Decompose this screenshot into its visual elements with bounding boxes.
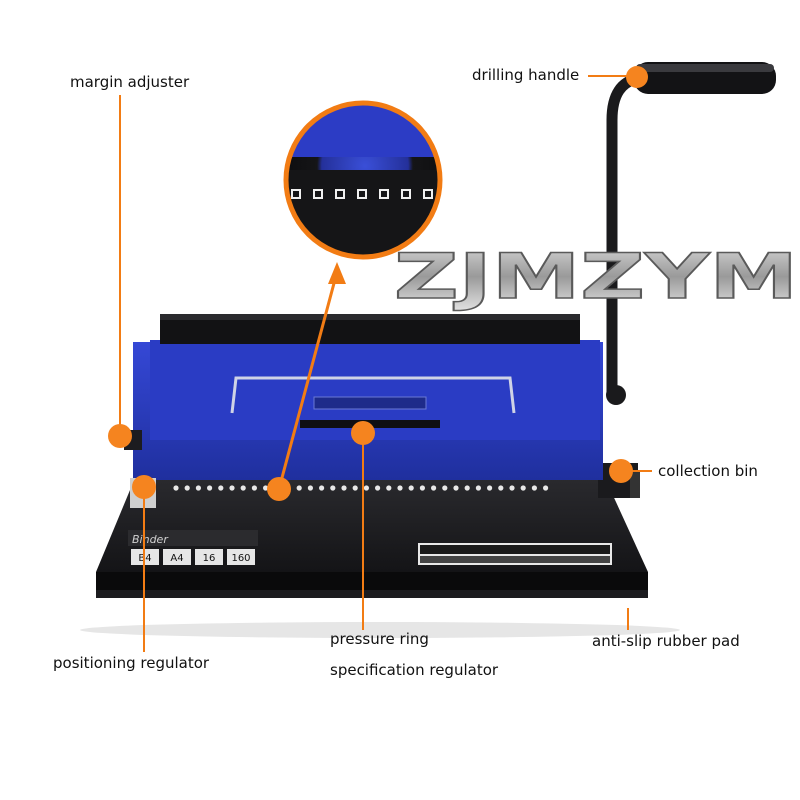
hole	[487, 485, 493, 491]
hole	[352, 485, 358, 491]
hole	[498, 485, 504, 491]
hole	[442, 485, 448, 491]
marker-collection-bin	[609, 459, 633, 483]
hole	[408, 485, 414, 491]
hole	[173, 485, 179, 491]
size-tag: A4	[163, 549, 191, 565]
hole	[543, 485, 549, 491]
svg-text:A4: A4	[170, 553, 183, 564]
zoom-hole	[401, 189, 411, 199]
hole	[240, 485, 246, 491]
label-collection-bin: collection bin	[658, 462, 758, 480]
leader-zoom-arrowhead	[328, 262, 346, 284]
label-anti-slip-rubber-pad: anti-slip rubber pad	[592, 632, 740, 650]
hole	[195, 485, 201, 491]
hole	[341, 485, 347, 491]
hole	[419, 485, 425, 491]
hole	[375, 485, 381, 491]
size-tag: 16	[195, 549, 223, 565]
machine-base	[96, 478, 648, 598]
zoom-hole	[357, 189, 367, 199]
svg-text:16: 16	[203, 553, 216, 564]
hole	[520, 485, 526, 491]
zoom-hole	[335, 189, 345, 199]
hole	[363, 485, 369, 491]
hole	[464, 485, 470, 491]
hole	[207, 485, 213, 491]
label-drilling-handle: drilling handle	[472, 66, 580, 84]
hole	[475, 485, 481, 491]
hole	[307, 485, 313, 491]
hole	[386, 485, 392, 491]
leader-zoom	[277, 271, 339, 490]
hole	[296, 485, 302, 491]
hole	[397, 485, 403, 491]
marker-margin-adjuster	[108, 424, 132, 448]
marker-positioning-regulator	[132, 475, 156, 499]
shadow	[80, 622, 680, 638]
zoom-hole	[313, 189, 323, 199]
leader-lines	[119, 75, 652, 652]
hole	[263, 485, 269, 491]
spec-table	[418, 543, 612, 565]
svg-text:160: 160	[231, 553, 250, 564]
hole	[509, 485, 515, 491]
markers	[108, 66, 648, 501]
hole	[251, 485, 257, 491]
hole-row	[173, 485, 549, 491]
hole	[319, 485, 325, 491]
marker-drilling-handle	[626, 66, 648, 88]
brand-plate-text: Binder	[132, 533, 169, 546]
marker-zoom-origin	[267, 477, 291, 501]
label-pressure-ring: pressure ring	[330, 630, 429, 648]
label-margin-adjuster: margin adjuster	[70, 73, 190, 91]
hole	[229, 485, 235, 491]
brand-logo: ZJMZYM	[394, 240, 798, 313]
hole	[453, 485, 459, 491]
hole	[330, 485, 336, 491]
label-specification-regulator: specification regulator	[330, 661, 499, 679]
zoom-hole	[423, 189, 433, 199]
hole	[531, 485, 538, 491]
zoom-hole	[291, 189, 301, 199]
zoom-detail	[283, 100, 443, 260]
label-positioning-regulator: positioning regulator	[53, 654, 210, 672]
marker-pressure-ring	[351, 421, 375, 445]
hole	[218, 485, 224, 491]
hole	[431, 485, 437, 491]
size-tag: 160	[227, 549, 255, 565]
drilling-handle	[606, 62, 776, 405]
machine-body	[124, 314, 603, 480]
hole	[184, 485, 190, 491]
zoom-hole	[379, 189, 389, 199]
